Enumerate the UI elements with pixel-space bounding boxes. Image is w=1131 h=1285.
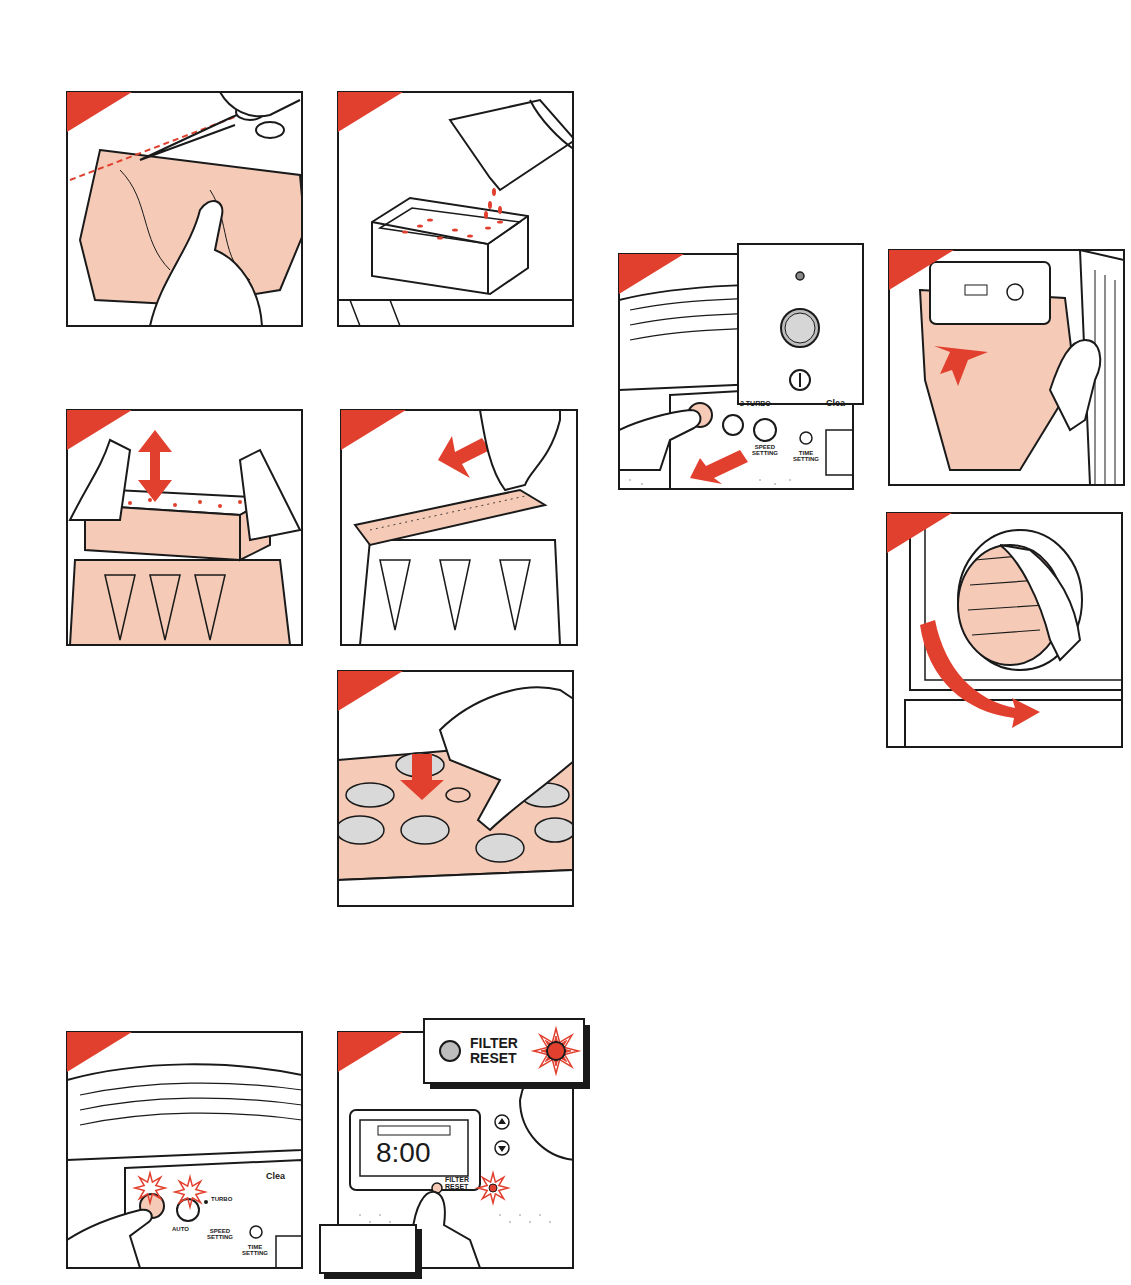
button-label: TURBO [211, 1196, 232, 1202]
step-cut-bag [70, 92, 302, 326]
step-pour-pellets [338, 100, 573, 326]
step-shake-box [70, 430, 300, 645]
button-label: AUTO [172, 1226, 189, 1232]
button-label: 2 TURBO [740, 400, 771, 407]
button-label: TIME SETTING [790, 450, 822, 463]
step-place-pad [355, 410, 560, 645]
button-label: FILTER RESET [445, 1176, 479, 1191]
step-press-plate [338, 687, 573, 906]
step-remove-filter [920, 250, 1124, 485]
button-label: TIME SETTING [238, 1244, 272, 1257]
display-readout: 8:00 [376, 1138, 431, 1167]
button-label: SPEED SETTING [746, 444, 784, 457]
step-turn-grille [905, 513, 1122, 747]
button-label: SPEED SETTING [202, 1228, 238, 1241]
brand-text: Clea [266, 1172, 285, 1181]
step-press-buttons [67, 1064, 302, 1268]
brand-text: Clea [826, 399, 845, 408]
button-label: FILTER RESET [470, 1036, 536, 1065]
